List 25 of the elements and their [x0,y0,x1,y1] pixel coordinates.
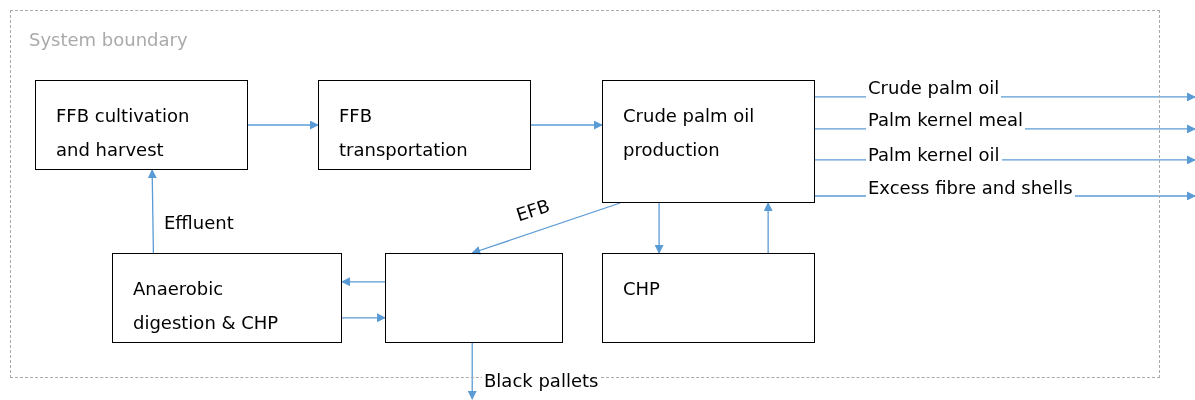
process-box [602,253,815,343]
edge-label: Excess fibre and shells [866,178,1075,198]
arrow [654,202,664,254]
process-box [318,80,531,170]
arrow [471,202,621,255]
box-label: FFB cultivation and harvest [56,104,191,162]
arrow [341,313,386,323]
arrow [341,277,386,287]
box-label: FFB transportation [339,104,469,162]
arrow [147,169,157,254]
arrow [247,120,319,130]
process-box [602,80,815,203]
boundary-label: System boundary [29,29,188,51]
arrow [530,120,603,130]
process-box [385,253,563,343]
box-label: Anaerobic digestion & CHP [133,277,280,335]
box-label: Crude palm oil production [623,104,756,162]
process-box [35,80,248,170]
arrow [763,202,773,254]
box-label: CHP [623,277,661,301]
arrow [467,342,477,400]
edge-label: Black pallets [482,371,601,391]
edge-label: Crude palm oil [866,78,1002,98]
process-box [112,253,342,343]
edge-label: Palm kernel meal [866,110,1026,130]
